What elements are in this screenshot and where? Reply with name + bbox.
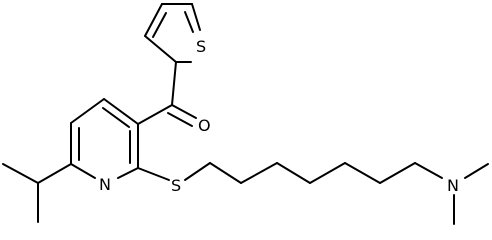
bond [103,98,139,125]
bond [70,163,96,179]
molecule-structure: S O N S N [2,3,489,225]
isopropyl-group [2,163,72,223]
bond [184,162,211,181]
bond [191,3,201,31]
bond [171,61,177,106]
bond [209,162,242,184]
molecule-diagram: S O N S N [2,3,489,225]
bond [117,167,139,179]
pyridine-nitrogen-label: N [99,175,111,194]
bond [167,112,193,127]
bond [70,98,105,124]
bond [144,35,177,63]
bond [240,162,278,184]
bond [137,104,173,125]
bond [137,167,170,181]
bond [37,163,72,184]
bond [309,162,346,184]
dimethylamino-group [453,163,489,225]
thiophene-sulfur-label: S [196,37,206,56]
amine-nitrogen-label: N [447,176,459,195]
bond [276,162,311,184]
heptyl-chain [184,162,443,184]
bond [144,3,163,37]
bond [102,107,130,128]
bond [171,104,197,119]
thioether-sulfur-label: S [171,176,181,195]
bond [379,162,416,184]
bond [2,163,39,184]
carbonyl-bridge [167,61,197,127]
thioether-linker [137,167,170,181]
bond [414,162,443,179]
bond [184,11,194,33]
pyridine-ring [70,98,173,179]
bond [464,163,489,179]
bond [344,162,381,184]
thiophene-ring [144,3,201,63]
bond [152,12,167,38]
carbonyl-oxygen-label: O [198,116,211,135]
